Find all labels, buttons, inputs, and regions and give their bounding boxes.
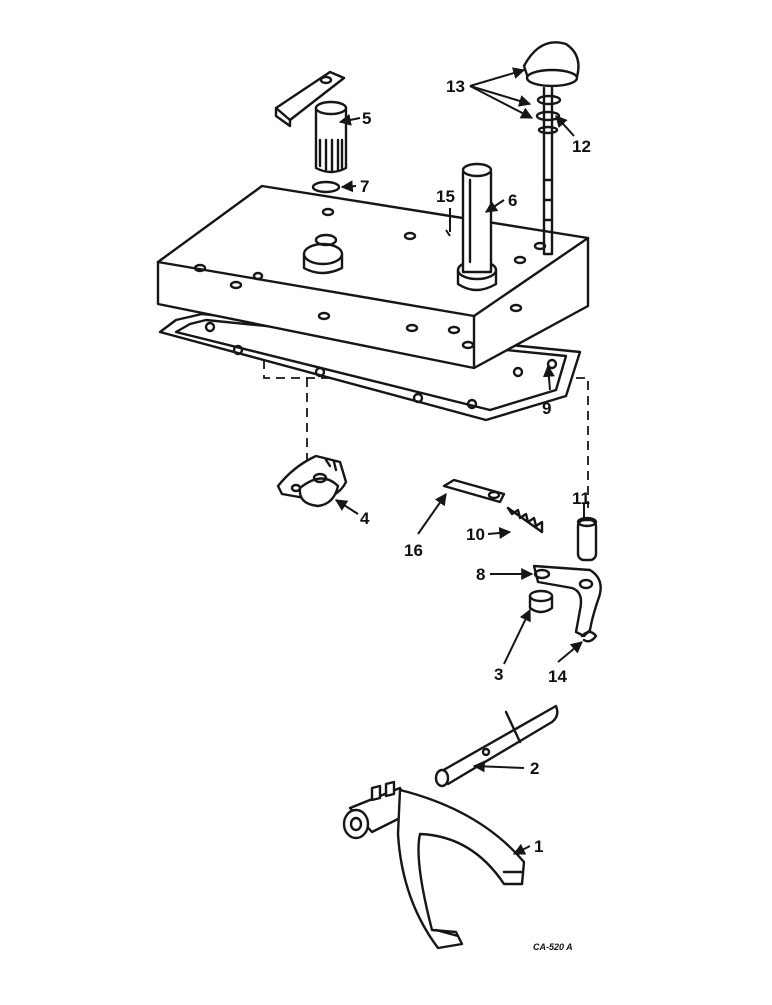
interlock-plate bbox=[276, 454, 348, 508]
lever bbox=[532, 564, 602, 638]
callout-7: 7 bbox=[360, 177, 369, 196]
callout-15: 15 bbox=[436, 187, 455, 206]
callout-9: 9 bbox=[542, 399, 551, 418]
callout-2: 2 bbox=[530, 759, 539, 778]
shifter-fork bbox=[342, 780, 526, 950]
callout-11: 11 bbox=[572, 489, 590, 508]
callout-10: 10 bbox=[466, 525, 485, 544]
spring-retainer bbox=[442, 478, 506, 504]
cover-bolt-holes bbox=[193, 207, 547, 350]
cover-boss bbox=[302, 233, 344, 275]
callout-5: 5 bbox=[362, 109, 371, 128]
callout-14: 14 bbox=[548, 667, 567, 686]
spring bbox=[506, 506, 544, 534]
callout-3: 3 bbox=[494, 665, 503, 684]
tube bbox=[456, 162, 498, 292]
callout-12: 12 bbox=[572, 137, 591, 156]
shifter-rod bbox=[434, 704, 559, 788]
snap-ring bbox=[580, 630, 598, 643]
callout-8: 8 bbox=[476, 565, 485, 584]
shaft-with-lever bbox=[274, 70, 348, 174]
callout-13: 13 bbox=[446, 77, 465, 96]
leader-lines bbox=[334, 67, 585, 855]
dipstick bbox=[522, 41, 580, 256]
bushing bbox=[528, 589, 554, 614]
callout-1: 1 bbox=[534, 837, 543, 856]
drawing-code: CA-520 A bbox=[533, 942, 573, 952]
callout-4: 4 bbox=[360, 509, 370, 528]
pin bbox=[576, 516, 598, 562]
callout-6: 6 bbox=[508, 191, 517, 210]
callout-labels: 1 2 3 4 5 6 7 8 9 10 11 12 13 14 15 16 C… bbox=[360, 77, 591, 952]
callout-16: 16 bbox=[404, 541, 423, 560]
o-ring bbox=[311, 180, 341, 194]
